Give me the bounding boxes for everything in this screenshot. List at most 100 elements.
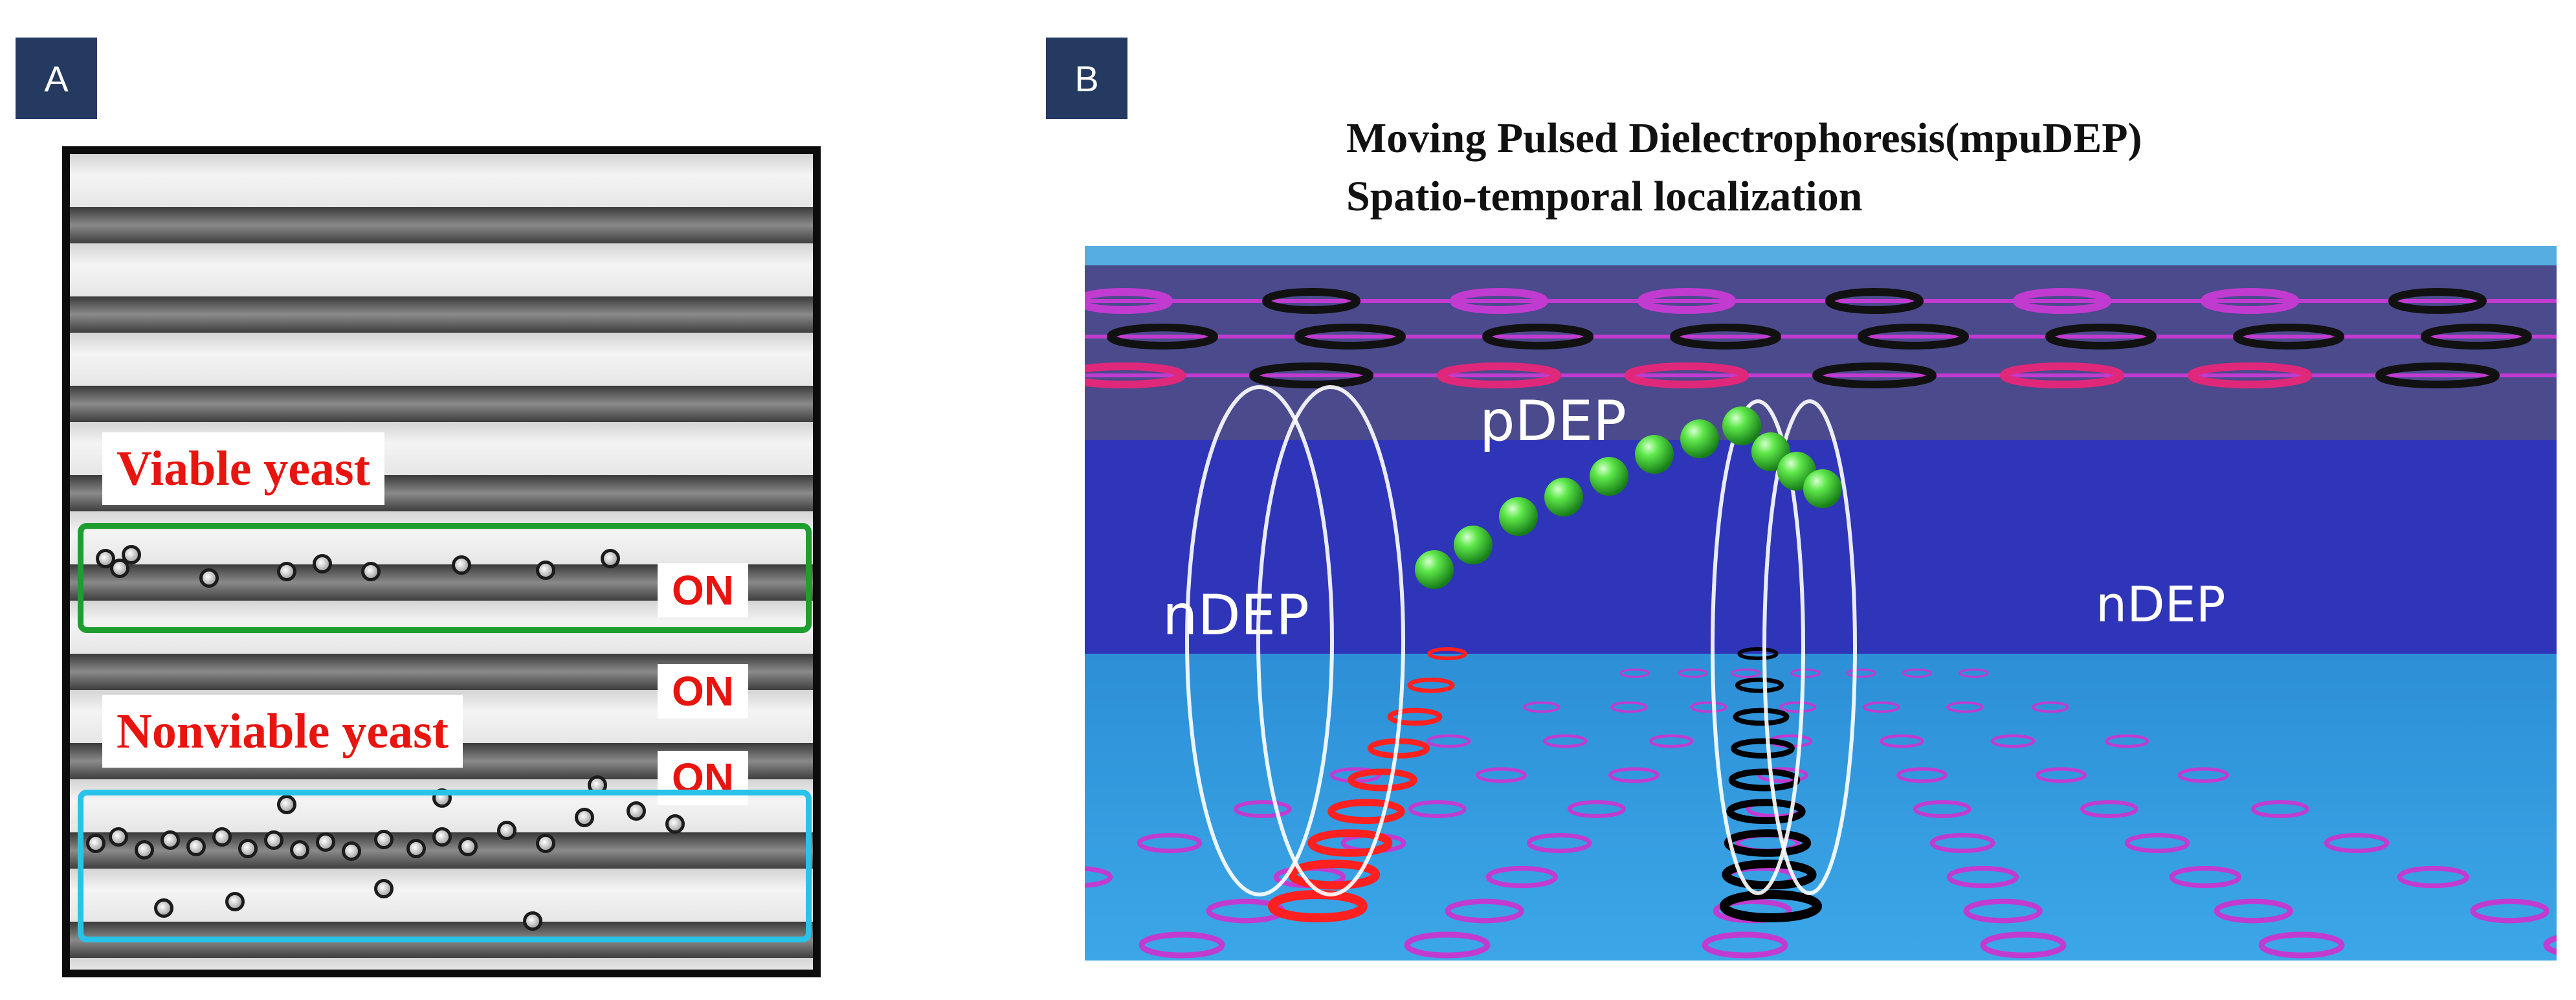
top-ring (1638, 288, 1736, 314)
top-ring (1085, 288, 1173, 314)
yeast-cell (458, 837, 478, 856)
floor-ring (2036, 767, 2087, 783)
field-line-loop (1185, 385, 1334, 896)
white-stripe (70, 243, 813, 296)
floor-ring (1523, 701, 1560, 713)
top-ring (1249, 362, 1373, 388)
floor-ring (1846, 668, 1876, 678)
yeast-cell (186, 837, 206, 856)
dark-stripe (70, 207, 813, 243)
particle (1544, 478, 1583, 517)
floor-ring (2080, 800, 2138, 818)
top-ring (2045, 324, 2157, 350)
floor-ring (1678, 668, 1708, 678)
top-ring (1482, 324, 1593, 350)
yeast-cell (313, 554, 332, 573)
particle (1722, 406, 1761, 445)
on-label-2: ON (658, 664, 748, 718)
top-ring (1825, 288, 1924, 314)
floor-ring (1408, 800, 1467, 818)
top-ring (1858, 324, 1969, 350)
floor-ring (1404, 931, 1491, 959)
yeast-cell (154, 898, 173, 918)
particle (1680, 419, 1719, 458)
floor-ring (1980, 931, 2067, 959)
top-ring (2201, 288, 2299, 314)
ground-electrode-ring (1726, 799, 1806, 825)
particle (1590, 457, 1628, 496)
yeast-cell (86, 834, 105, 853)
yeast-cell (316, 832, 335, 852)
mpudep-subtitle: Spatio-temporal localization (1346, 173, 1863, 220)
floor-ring (1138, 931, 1225, 959)
yeast-cell (290, 840, 309, 860)
floor-ring (1445, 898, 1524, 924)
floor-ring (1731, 668, 1761, 678)
top-ring (1107, 324, 1218, 350)
floor-ring (1902, 668, 1932, 678)
particles (1415, 406, 1842, 589)
yeast-cell (212, 827, 232, 847)
bottom-electrode-array (1085, 647, 2557, 959)
ndep-right-label: nDEP (2096, 575, 2226, 633)
floor-ring (1690, 701, 1727, 713)
top-ring (1812, 362, 1937, 388)
ground-electrode-ring (1735, 677, 1784, 693)
floor-ring (2169, 865, 2242, 889)
floor-ring (1526, 832, 1592, 854)
top-ring (2375, 362, 2500, 388)
top-ring (1625, 362, 1749, 388)
floor-ring (1567, 800, 1626, 818)
floor-ring (1233, 800, 1292, 818)
active-electrode-ring (1427, 647, 1467, 660)
active-electrode-ring (1327, 799, 1405, 825)
top-ring (1085, 362, 1186, 388)
mpudep-title: Moving Pulsed Dielectrophoresis(mpuDEP) (1346, 115, 2142, 162)
nonviable-yeast-highlight-box (78, 790, 812, 942)
white-stripe (70, 154, 813, 207)
floor-ring (1543, 734, 1588, 748)
ground-electrode-ring (1724, 829, 1812, 857)
floor-ring (1608, 767, 1660, 783)
white-stripe (70, 511, 813, 564)
floor-ring (1085, 866, 1113, 888)
floor-ring (1427, 734, 1471, 748)
white-stripe (70, 869, 813, 922)
floor-ring (1476, 767, 1527, 783)
yeast-cell (523, 911, 542, 931)
top-glass-edge (1085, 246, 2557, 265)
floor-ring (1619, 668, 1650, 678)
floor-ring (1757, 767, 1808, 783)
on-label-1: ON (658, 563, 748, 617)
top-ring (2388, 288, 2487, 314)
floor-ring (1779, 701, 1817, 713)
top-ring (1437, 362, 1561, 388)
active-electrode-ring (1407, 677, 1455, 693)
field-line-loop (1762, 399, 1857, 895)
top-ring (1450, 288, 1548, 314)
yeast-cell (361, 562, 381, 581)
floor-ring (1649, 734, 1694, 748)
yeast-cell (277, 795, 296, 814)
yeast-cell (497, 821, 516, 840)
particle (1635, 435, 1674, 474)
top-ring (2421, 324, 2532, 350)
ground-electrode-ring (1720, 890, 1822, 922)
floor-ring (2258, 931, 2345, 959)
yeast-cell (225, 892, 245, 911)
dark-stripe (70, 296, 813, 333)
floor-ring (1963, 898, 2043, 924)
yeast-cell (110, 559, 129, 578)
yeast-cell (374, 830, 394, 849)
top-ring (2233, 324, 2344, 350)
yeast-cell (665, 814, 685, 834)
floor-ring (1610, 701, 1648, 713)
yeast-cell (122, 545, 141, 564)
yeast-cell (406, 839, 426, 858)
active-electrode-ring (1348, 768, 1417, 792)
panel-b-schematic: pDEP nDEP nDEP (1085, 246, 2557, 961)
floor-ring (2397, 865, 2470, 889)
floor-ring (1790, 668, 1821, 678)
ground-electrode-ring (1737, 647, 1779, 660)
floor-ring (1959, 668, 1989, 678)
